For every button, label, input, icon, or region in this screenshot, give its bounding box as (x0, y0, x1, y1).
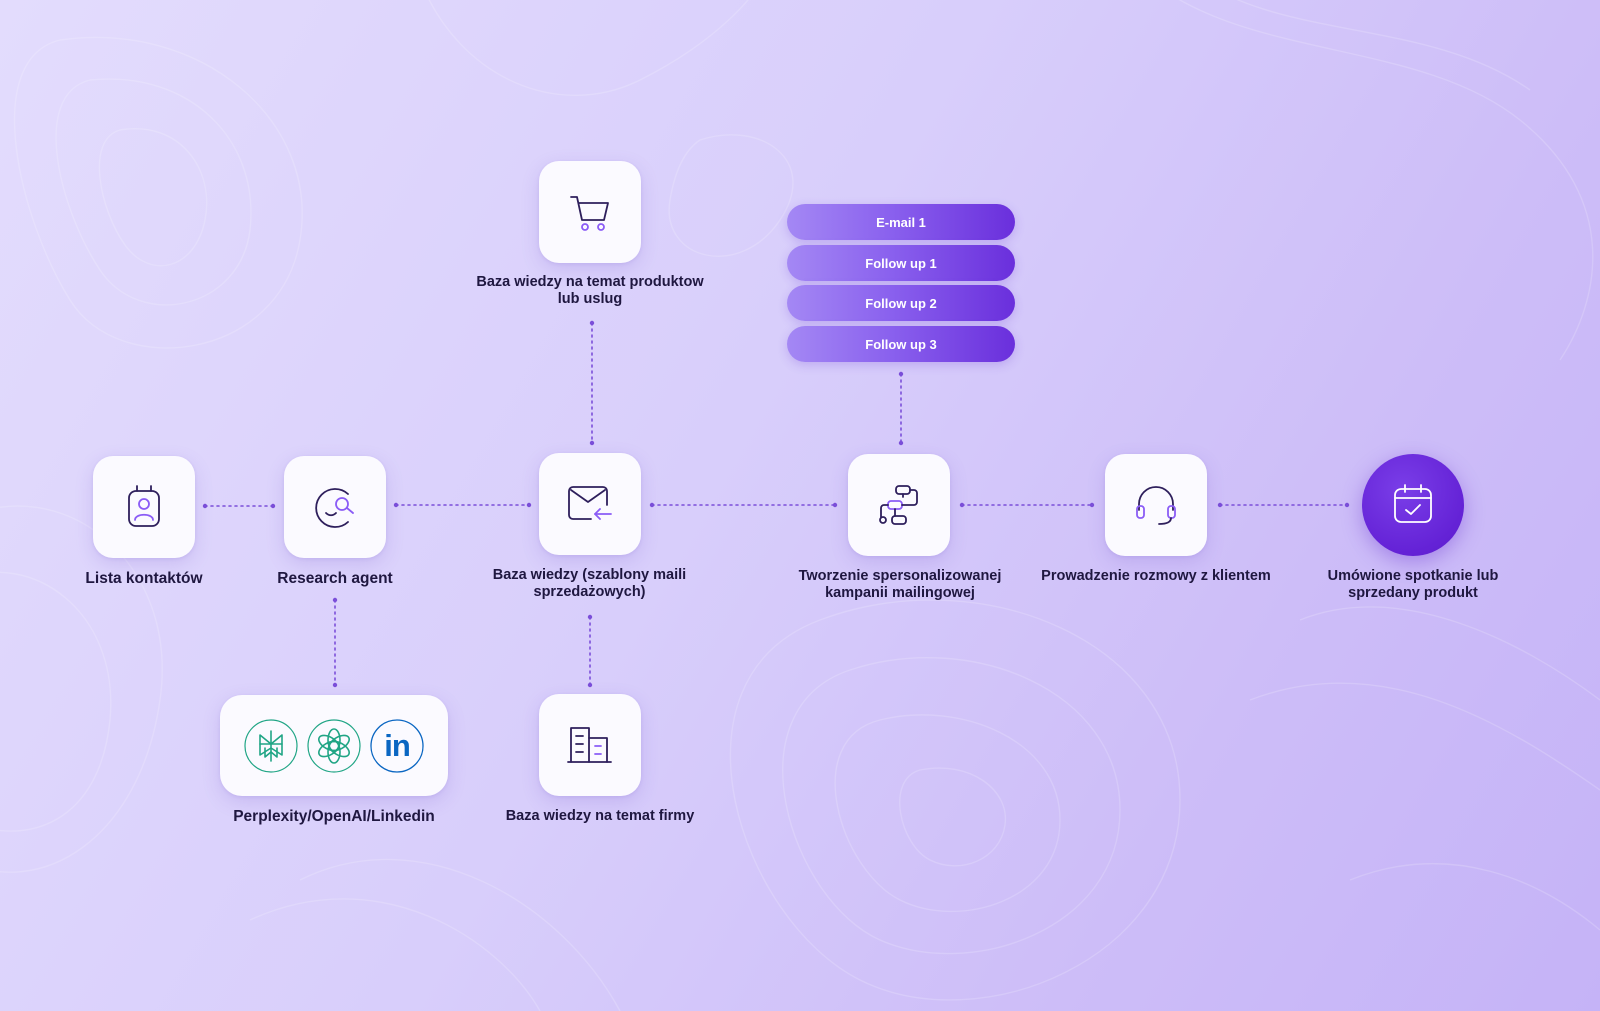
node-campaign[interactable] (848, 454, 950, 556)
calendar-check-icon (1394, 484, 1432, 523)
linkedin-logo: in (370, 718, 424, 773)
label-contacts: Lista kontaktów (85, 570, 203, 587)
label-conversation: Prowadzenie rozmowy z klientem (1041, 568, 1271, 584)
node-tools[interactable]: in (220, 695, 448, 796)
shopping-cart-icon (570, 196, 609, 231)
research-agent-icon (315, 488, 354, 528)
email-pill-3[interactable]: Follow up 2 (787, 285, 1015, 321)
mail-reply-icon (568, 486, 612, 520)
node-research-agent[interactable] (284, 456, 386, 558)
label-templates-kb: Baza wiedzy (szablony maili sprzedażowyc… (492, 567, 687, 600)
label-products-kb: Baza wiedzy na temat produktow lub uslug (476, 274, 704, 307)
node-company-kb[interactable] (539, 694, 641, 796)
label-campaign: Tworzenie spersonalizowanej kampanii mai… (798, 568, 1002, 601)
node-conversation[interactable] (1105, 454, 1207, 556)
workflow-icon (879, 485, 918, 525)
email-pill-2[interactable]: Follow up 1 (787, 245, 1015, 281)
headset-icon (1136, 486, 1176, 525)
linkedin-logo-text: in (384, 727, 411, 763)
node-templates-kb[interactable] (539, 453, 641, 555)
email-pill-1[interactable]: E-mail 1 (787, 204, 1015, 240)
node-products-kb[interactable] (539, 161, 641, 263)
openai-logo (307, 718, 361, 773)
label-outcome: Umówione spotkanie lub sprzedany produkt (1327, 568, 1499, 601)
label-company-kb: Baza wiedzy na temat firmy (505, 808, 695, 824)
label-research-agent: Research agent (277, 570, 393, 587)
node-contacts[interactable] (93, 456, 195, 558)
node-outcome[interactable] (1362, 454, 1464, 556)
email-pill-4[interactable]: Follow up 3 (787, 326, 1015, 362)
building-icon (567, 727, 612, 763)
label-tools: Perplexity/OpenAI/Linkedin (233, 808, 435, 825)
contact-badge-icon (128, 485, 160, 527)
perplexity-logo (244, 718, 298, 773)
